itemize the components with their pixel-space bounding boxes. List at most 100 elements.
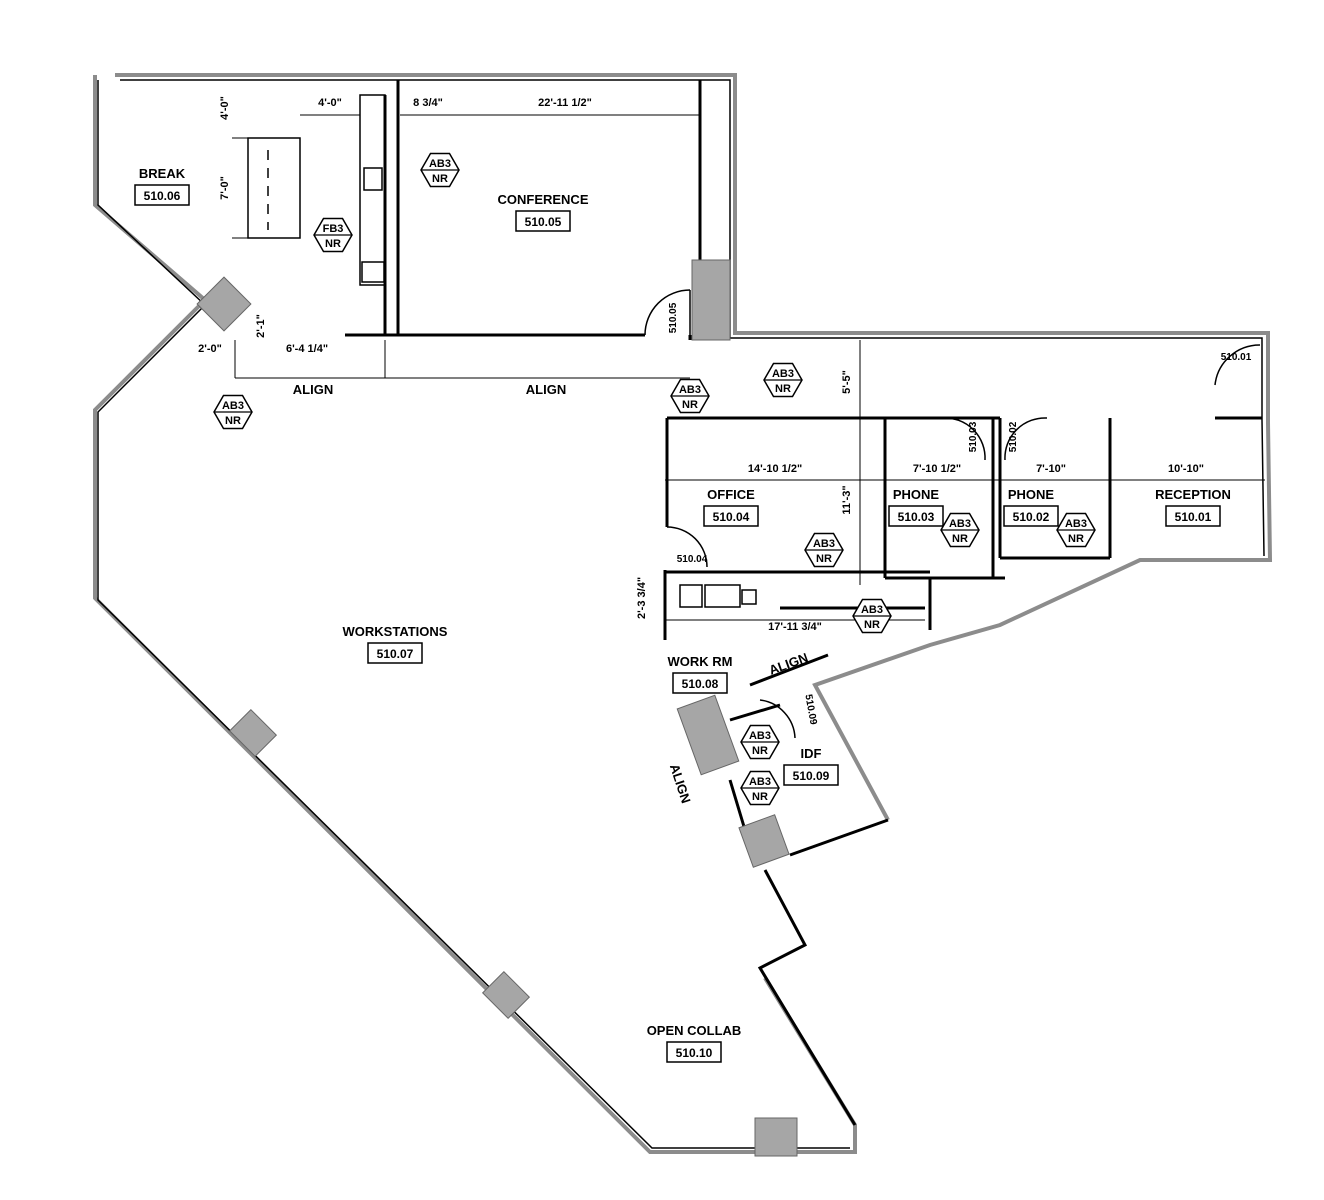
room-number: 510.01 (1175, 510, 1212, 524)
exterior-wall (93, 73, 1273, 1154)
finish-tag-bottom: NR (952, 533, 968, 545)
finish-tag-bottom: NR (432, 173, 448, 185)
room-work-rm: WORK RM 510.08 (668, 654, 733, 694)
finish-tag-top: AB3 (429, 158, 451, 170)
finish-tag-bottom: NR (325, 238, 341, 250)
dimension-label: 2'-3 3/4" (636, 577, 648, 619)
dimension-label: 7'-10 1/2" (913, 463, 961, 475)
finish-tag-top: AB3 (861, 604, 883, 616)
finish-tag-bottom: NR (775, 383, 791, 395)
dimension-label: 2'-0" (198, 343, 222, 355)
finish-tag-bottom: NR (864, 619, 880, 631)
dimension-label: 22'-11 1/2" (538, 97, 592, 109)
align-label: ALIGN (293, 382, 333, 397)
room-name: RECEPTION (1155, 487, 1231, 502)
align-labels: ALIGN ALIGN ALIGN ALIGN (293, 382, 810, 805)
dimension-label: 4'-0" (219, 96, 231, 120)
room-number: 510.07 (377, 647, 414, 661)
dimension-label: 2'-1" (255, 314, 267, 338)
room-number: 510.03 (898, 510, 935, 524)
finish-tag-bottom: NR (682, 399, 698, 411)
room-phone-2: PHONE 510.02 (1003, 487, 1059, 527)
align-label: ALIGN (526, 382, 566, 397)
door-tag: 510.02 (1008, 421, 1019, 452)
finish-tag-bottom: NR (816, 553, 832, 565)
finish-tag-top: AB3 (679, 384, 701, 396)
room-open-collab: OPEN COLLAB 510.10 (647, 1023, 742, 1063)
room-name: WORK RM (668, 654, 733, 669)
room-break: BREAK 510.06 (134, 166, 190, 206)
dimension-label: 14'-10 1/2" (748, 463, 802, 475)
room-number: 510.02 (1013, 510, 1050, 524)
dimension-label: 11'-3" (841, 485, 853, 514)
dimension-label: 17'-11 3/4" (768, 621, 822, 633)
room-office: OFFICE 510.04 (703, 487, 759, 527)
room-name: IDF (801, 746, 822, 761)
room-name: PHONE (893, 487, 940, 502)
door-tag: 510.04 (677, 554, 708, 565)
finish-tag-top: AB3 (772, 368, 794, 380)
finish-tag-bottom: NR (225, 415, 241, 427)
break-counter (359, 94, 386, 286)
door-swings (644, 289, 1261, 739)
finish-tag-bottom: NR (752, 745, 768, 757)
dimension-label: 8 3/4" (413, 97, 443, 109)
room-reception: RECEPTION 510.01 (1155, 487, 1231, 527)
door-tag: 510.03 (968, 421, 979, 452)
finish-tag-top: AB3 (813, 538, 835, 550)
room-number: 510.09 (793, 769, 830, 783)
room-conference: CONFERENCE 510.05 (497, 192, 589, 232)
dimension-label: 6'-4 1/4" (286, 343, 328, 355)
dimension-label: 10'-10" (1168, 463, 1204, 475)
interior-walls (345, 80, 1262, 1126)
finish-tag-bottom: NR (1068, 533, 1084, 545)
finish-tags: AB3NRFB3NRAB3NRAB3NRAB3NRAB3NRAB3NRAB3NR… (213, 152, 1096, 806)
room-idf: IDF 510.09 (783, 746, 839, 786)
dimension-label: 7'-0" (219, 176, 231, 200)
dimension-label: 7'-10" (1036, 463, 1066, 475)
finish-tag-top: FB3 (323, 223, 344, 235)
exterior-wall-inner (97, 79, 1265, 1149)
finish-tag-bottom: NR (752, 791, 768, 803)
align-label: ALIGN (767, 650, 810, 678)
room-workstations: WORKSTATIONS 510.07 (343, 624, 448, 664)
room-number: 510.10 (676, 1046, 713, 1060)
room-number: 510.04 (713, 510, 750, 524)
door-tag: 510.09 (802, 694, 818, 726)
finish-tag-top: AB3 (749, 776, 771, 788)
room-phone-1: PHONE 510.03 (888, 487, 944, 527)
door-tag: 510.05 (668, 302, 679, 333)
door-tag: 510.01 (1221, 352, 1252, 363)
work-counter (679, 584, 757, 608)
room-name: CONFERENCE (497, 192, 588, 207)
finish-tag-top: AB3 (1065, 518, 1087, 530)
room-labels: BREAK 510.06 CONFERENCE 510.05 OFFICE 51… (134, 166, 1231, 1063)
room-name: WORKSTATIONS (343, 624, 448, 639)
dimension-labels: 4'-0" 8 3/4" 22'-11 1/2" 4'-0" 7'-0" 2'-… (198, 96, 1204, 633)
room-name: PHONE (1008, 487, 1055, 502)
columns (196, 259, 798, 1157)
finish-tag-top: AB3 (222, 400, 244, 412)
room-name: BREAK (139, 166, 186, 181)
room-name: OPEN COLLAB (647, 1023, 742, 1038)
room-number: 510.06 (144, 189, 181, 203)
finish-tag-top: AB3 (749, 730, 771, 742)
door-tags: 510.05 510.01 510.03 510.02 510.04 510.0… (668, 302, 1252, 726)
finish-tag-top: AB3 (949, 518, 971, 530)
dimension-label: 4'-0" (318, 97, 342, 109)
room-number: 510.05 (525, 215, 562, 229)
break-table (247, 137, 301, 239)
room-number: 510.08 (682, 677, 719, 691)
